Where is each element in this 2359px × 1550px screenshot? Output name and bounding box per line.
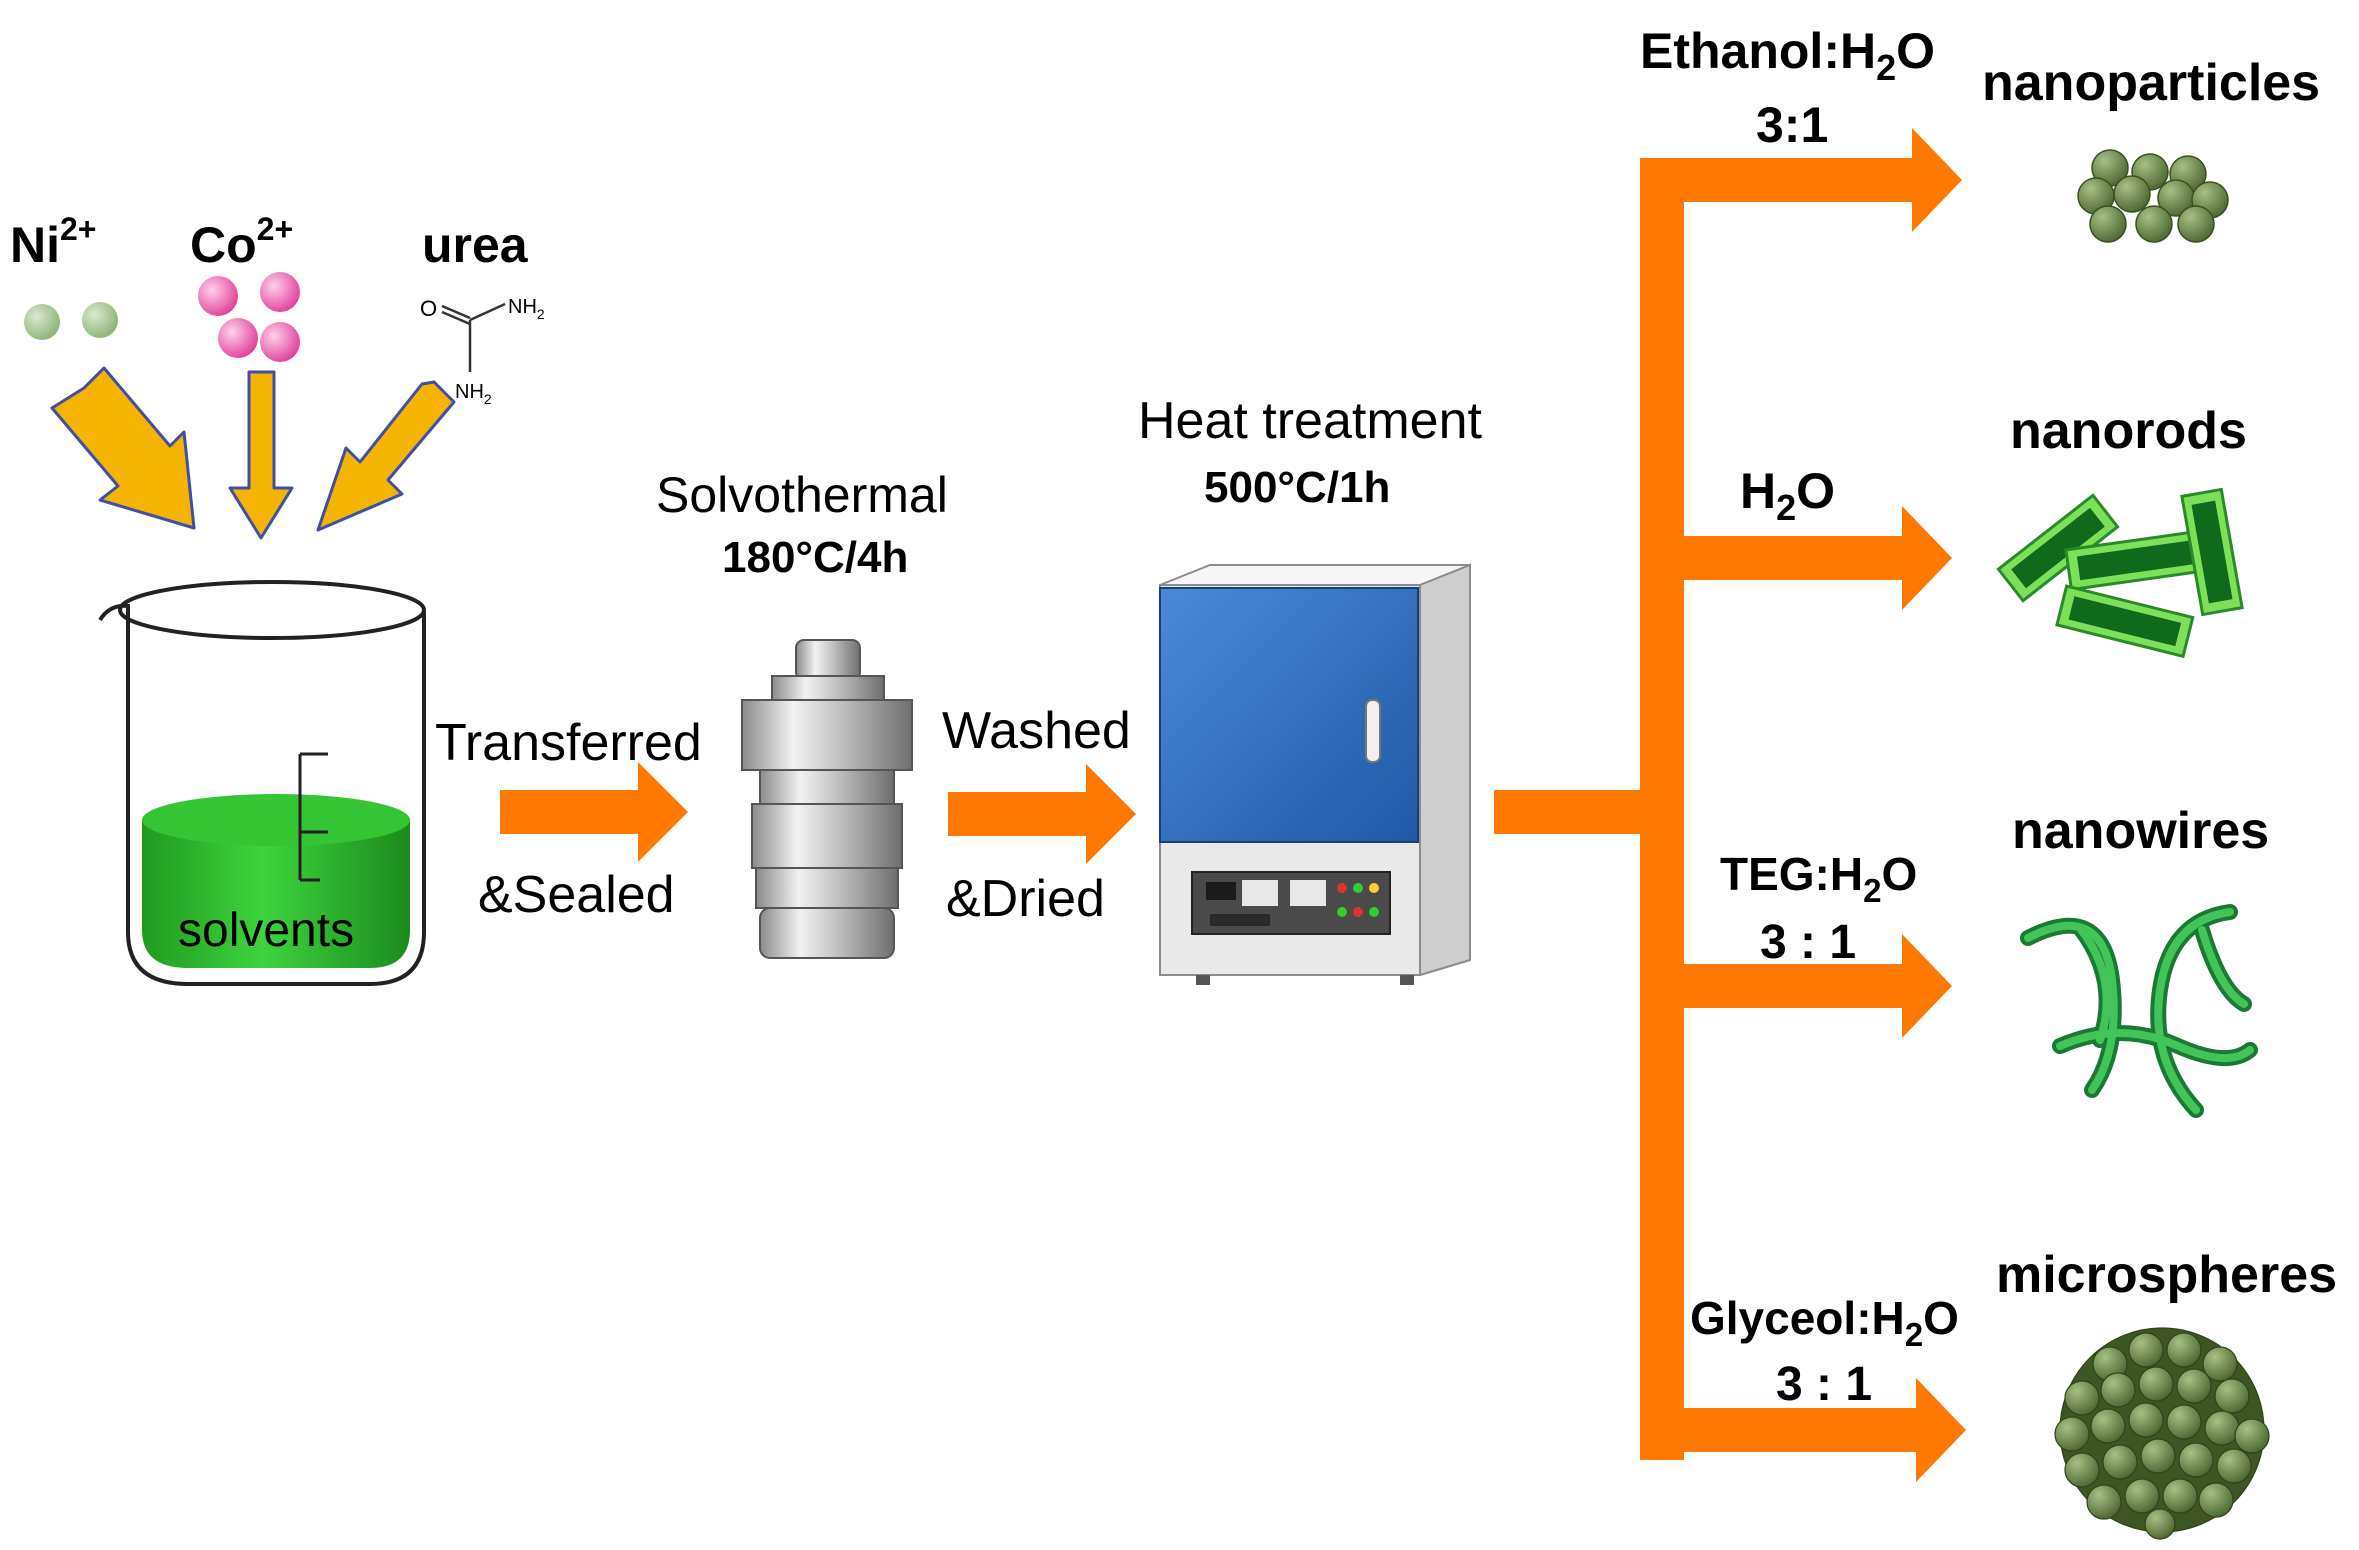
urea-label: urea — [422, 217, 529, 273]
branch-arrows — [1494, 128, 1966, 1482]
beaker-glass — [98, 603, 426, 986]
branch-nanoparticles: Ethanol:H2O 3:1 nanoparticles — [1640, 23, 2320, 153]
step-transfer: Transferred &Sealed — [435, 714, 702, 924]
branch-arrow — [1640, 1378, 1966, 1482]
reactant-arrows — [50, 366, 456, 540]
branch-microspheres: Glyceol:H2O 3 : 1 microspheres — [1690, 1246, 2337, 1411]
furnace: Heat treatment 500°C/1h — [1138, 392, 1482, 985]
step-transfer-line2: &Sealed — [478, 866, 675, 924]
urea-nh2-top: NH — [508, 296, 537, 318]
product-label: nanoparticles — [1982, 54, 2320, 112]
furnace-condition: 500°C/1h — [1204, 463, 1390, 512]
furnace-handle — [1365, 699, 1381, 763]
urea-nh2-bottom: NH — [455, 381, 484, 403]
ni-label: Ni — [10, 217, 60, 273]
branch-nanowires: TEG:H2O 3 : 1 nanowires — [1720, 802, 2269, 969]
reactant-arrow-right — [316, 380, 456, 532]
branch-arrow — [1640, 934, 1952, 1038]
solvent-label: TEG:H2O — [1720, 848, 1917, 910]
co-label: Co — [190, 217, 257, 273]
urea-oxygen: O — [420, 296, 437, 321]
branch-arrow — [1640, 506, 1952, 610]
co-particle — [198, 276, 238, 316]
solvent-ratio: 3:1 — [1756, 97, 1828, 153]
flow-arrow — [500, 762, 688, 862]
autoclave: Solvothermal 180°C/4h — [656, 467, 948, 959]
co-particle — [260, 322, 300, 362]
beaker-rim — [118, 580, 426, 640]
autoclave-condition: 180°C/4h — [722, 533, 908, 582]
co-charge: 2+ — [257, 211, 293, 247]
solvent-ratio: 3 : 1 — [1760, 916, 1856, 969]
microspheres-illustration — [2054, 1327, 2270, 1540]
urea-nh2-sub: 2 — [537, 306, 545, 322]
urea-structure — [441, 302, 506, 372]
solvent-ratio: 3 : 1 — [1776, 1358, 1872, 1411]
beaker-solution — [142, 820, 410, 968]
flow-trunk-vertical — [1640, 160, 1684, 1460]
reactant-co: Co2+ — [190, 211, 300, 362]
product-label: nanowires — [2012, 802, 2269, 860]
urea-nh2-sub: 2 — [484, 391, 492, 407]
furnace-title: Heat treatment — [1138, 392, 1482, 450]
reactant-arrow-center — [228, 370, 294, 540]
nanowires-illustration — [2020, 904, 2258, 1118]
reactant-urea: urea O NH2 NH2 — [420, 217, 545, 407]
branch-arrow — [1640, 128, 1962, 232]
solvent-label: Ethanol:H2O — [1640, 23, 1935, 88]
solvent-label: Glyceol:H2O — [1690, 1292, 1959, 1354]
nanorods-illustration — [1996, 487, 2244, 659]
step-transfer-line1: Transferred — [435, 714, 702, 772]
autoclave-title: Solvothermal — [656, 467, 948, 523]
co-particle — [218, 318, 258, 358]
svg-text:Co2+: Co2+ — [190, 211, 293, 273]
step-wash-line1: Washed — [942, 702, 1131, 760]
reactant-arrow-left — [50, 366, 196, 530]
svg-text:NH2: NH2 — [508, 296, 545, 322]
step-wash-line2: &Dried — [946, 870, 1105, 928]
product-label: nanorods — [2010, 402, 2247, 460]
branch-nanorods: H2O nanorods — [1740, 402, 2247, 528]
svg-text:NH2: NH2 — [455, 381, 492, 407]
svg-text:Ni2+: Ni2+ — [10, 211, 96, 273]
co-particle — [260, 272, 300, 312]
ni-charge: 2+ — [60, 211, 96, 247]
nanoparticles-illustration — [2077, 149, 2229, 243]
product-label: microspheres — [1996, 1246, 2337, 1304]
beaker-graduations — [298, 752, 328, 882]
solvent-label: H2O — [1740, 463, 1835, 528]
step-wash: Washed &Dried — [942, 702, 1136, 928]
ni-particle — [82, 302, 118, 338]
beaker: solvents — [98, 580, 426, 986]
flow-arrow — [948, 764, 1136, 864]
beaker-solution-surface — [142, 794, 410, 846]
beaker-label: solvents — [178, 904, 354, 957]
ni-particle — [24, 304, 60, 340]
reactant-ni: Ni2+ — [10, 211, 118, 340]
